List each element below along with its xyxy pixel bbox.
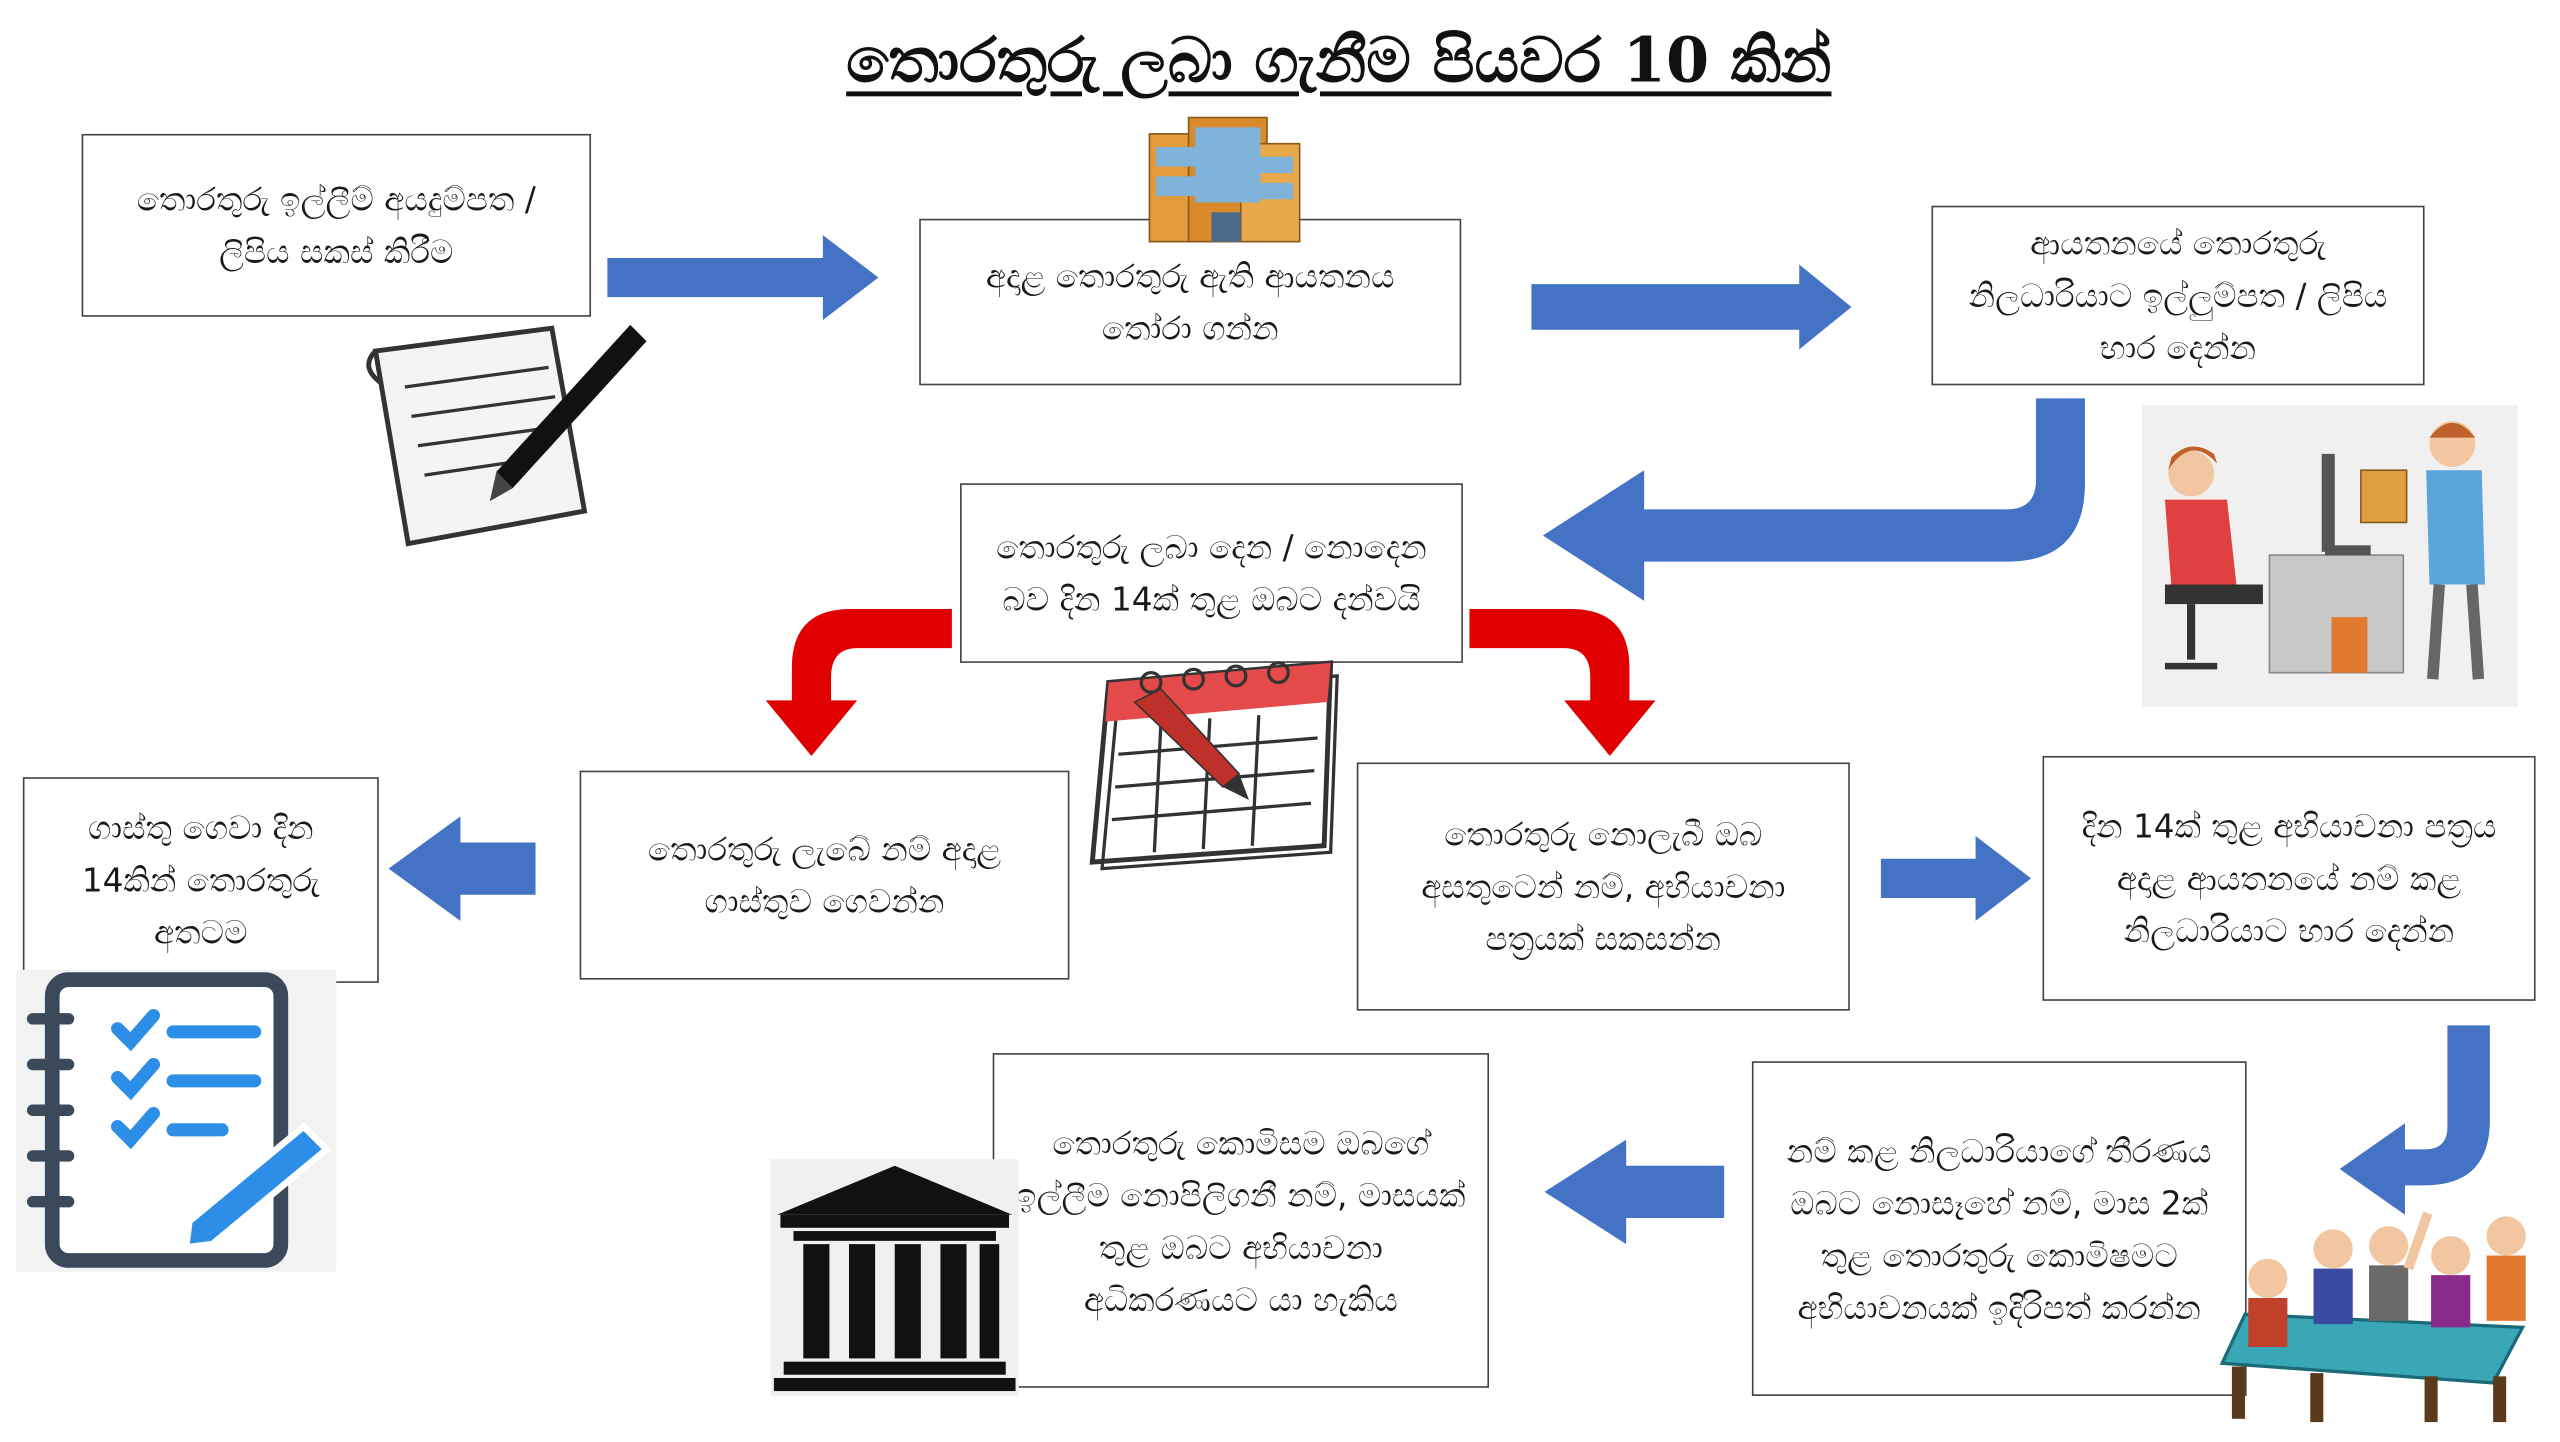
step-7-text: තොරතුරු නොලැබී ඔබ අසතුටෙන් නම්, අභියාචනා… (1421, 814, 1786, 959)
step-5-box: තොරතුරු ලැබේ නම් අදාළ ගාස්තුව ගෙවන්න (579, 770, 1070, 980)
step-2-text: අදාළ තොරතුරු ඇති ආයතනය තෝරා ගන්න (985, 256, 1395, 348)
step-10-box: තොරතුරු කොමිසම ඔබගේ ඉල්ලීම නොපිලිගනී නම්… (992, 1053, 1490, 1388)
calendar-icon (1089, 660, 1339, 871)
step-6-text: ගාස්තු ගෙවා දින 14කින් තොරතුරු අතටම (81, 808, 320, 952)
step-6-box: ගාස්තු ගෙවා දින 14කින් තොරතුරු අතටම (22, 777, 379, 983)
meeting-icon (2219, 1211, 2526, 1423)
building-icon (1148, 116, 1301, 243)
arrow-step9-to-step10 (1544, 1139, 1725, 1245)
step-9-box: නම් කළ නිලධාරියාගේ තීරණය ඔබට නොසෑහේ නම්,… (1751, 1061, 2247, 1396)
step-7-box: තොරතුරු නොලැබී ඔබ අසතුටෙන් නම්, අභියාචනා… (1356, 762, 1850, 1011)
step-3-text: ආයතනයේ තොරතුරු නිලධාරියාට ඉල්ලුම්පත / ලි… (1968, 223, 2388, 368)
step-5-text: තොරතුරු ලැබේ නම් අදාළ ගාස්තුව ගෙවන්න (647, 829, 1002, 921)
arrow-step1-to-step2 (607, 235, 879, 321)
document-pen-icon (366, 324, 647, 547)
step-10-text: තොරතුරු කොමිසම ඔබගේ ඉල්ලීම නොපිලිගනී නම්… (1016, 1122, 1466, 1319)
step-8-box: දින 14ක් තුළ අභියාචනා පත්‍රය අදාළ ආයතනයේ… (2042, 755, 2536, 1001)
page-title: තොරතුරු ලබා ගැනීම පියවර 10 කින් (846, 22, 1832, 97)
step-1-text: තොරතුරු ඉල්ලීම් අයදුම්පත / ලිපිය සකස් කි… (136, 179, 536, 272)
step-9-text: නම් කළ නිලධාරියාගේ තීරණය ඔබට නොසෑහේ නම්,… (1786, 1130, 2212, 1327)
arrow-step8-to-step9 (2339, 1025, 2490, 1215)
arrow-step3-to-step4 (1542, 398, 2085, 601)
arrow-step7-to-step8 (1880, 835, 2032, 921)
step-1-box: තොරතුරු ඉල්ලීම් අයදුම්පත / ලිපිය සකස් කි… (81, 133, 592, 317)
step-4-box: තොරතුරු ලබා දෙන / නොදෙන බව දින 14ක් තුළ … (960, 483, 1463, 663)
step-4-text: තොරතුරු ලබා දෙන / නොදෙන බව දින 14ක් තුළ … (996, 527, 1427, 619)
step-3-box: ආයතනයේ තොරතුරු නිලධාරියාට ඉල්ලුම්පත / ලි… (1931, 205, 2425, 386)
arrow-step5-to-step6 (388, 816, 536, 921)
office-handover-icon (2142, 404, 2518, 707)
court-building-icon (770, 1159, 1019, 1396)
arrow-step4-to-step5 (765, 608, 952, 756)
step-8-text: දින 14ක් තුළ අභියාචනා පත්‍රය අදාළ ආයතනයේ… (2081, 806, 2497, 951)
arrow-step2-to-step3 (1531, 264, 1852, 350)
checklist-icon (16, 969, 337, 1272)
step-2-box: අදාළ තොරතුරු ඇති ආයතනය තෝරා ගන්න (919, 218, 1462, 386)
arrow-step4-to-step7 (1469, 608, 1656, 756)
